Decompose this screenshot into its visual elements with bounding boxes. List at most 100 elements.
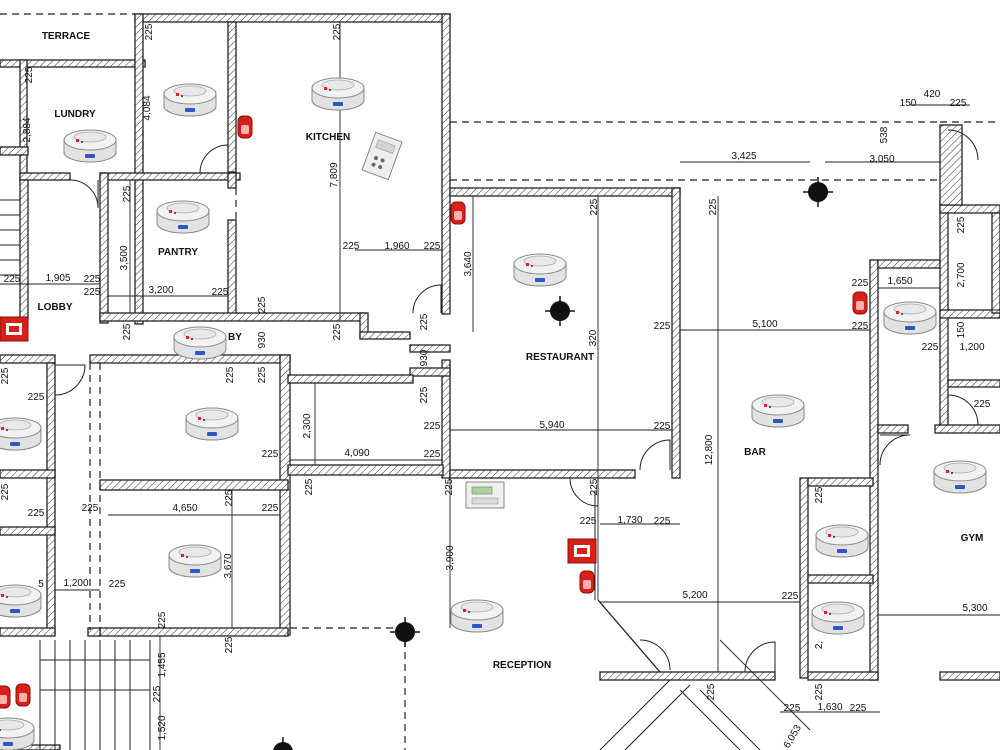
room-label-gym: GYM (961, 533, 984, 544)
room-label-laundry: LUNDRY (54, 109, 96, 120)
dim-label: 3,200 (148, 285, 173, 296)
dim-label: 930 (257, 331, 268, 348)
dim-label: 1,200 (63, 578, 88, 589)
dim-label: 225 (262, 503, 279, 514)
dim-label: 5,100 (752, 319, 777, 330)
fire-alarm-bell-icon (579, 570, 595, 594)
dim-label: 225 (419, 313, 430, 330)
dim-label: 3,050 (869, 154, 894, 165)
beacon-icon (544, 295, 576, 327)
dim-label: 225 (24, 66, 35, 83)
fire-alarm-bell-icon (450, 201, 466, 225)
dim-label: 2,884 (22, 117, 33, 142)
dim-label: 4,084 (142, 95, 153, 120)
linework (0, 13, 1000, 750)
dim-label: 225 (424, 241, 441, 252)
dim-label: 12,800 (704, 434, 715, 465)
dim-label: 225 (28, 392, 45, 403)
smoke-detector-icon (0, 717, 35, 750)
fire-alarm-bell-icon (237, 115, 253, 139)
room-label-bar: BAR (744, 447, 766, 458)
room-label-reception: RECEPTION (493, 660, 551, 671)
dim-label: 225 (109, 579, 126, 590)
room-label-terrace: TERRACE (42, 31, 91, 42)
dim-label: 225 (814, 486, 825, 503)
smoke-detector-icon (0, 417, 42, 451)
dim-label: 225 (589, 198, 600, 215)
dim-label: 225 (343, 241, 360, 252)
dim-label: 225 (974, 399, 991, 410)
dim-label: 225 (654, 421, 671, 432)
dim-label: 420 (924, 89, 941, 100)
dim-label: 1,455 (157, 652, 168, 677)
smoke-detector-icon (933, 460, 987, 494)
dim-label: 225 (257, 296, 268, 313)
dim-label: 225 (84, 287, 101, 298)
beacon-icon (389, 616, 421, 648)
dim-label: 225 (654, 321, 671, 332)
dim-label: 320 (588, 329, 599, 346)
smoke-detector-icon (163, 83, 217, 117)
dim-label: 225 (850, 703, 867, 714)
dim-label: 225 (589, 478, 600, 495)
smoke-detector-icon (173, 326, 227, 360)
dim-label: 1,630 (817, 702, 842, 713)
fire-alarm-bell-icon (0, 685, 11, 709)
dim-label: 225 (122, 323, 133, 340)
manual-call-point-icon (0, 316, 29, 342)
dim-label: 225 (262, 449, 279, 460)
dim-label: 225 (332, 23, 343, 40)
dim-label: 225 (144, 23, 155, 40)
smoke-detector-icon (815, 524, 869, 558)
smoke-detector-icon (168, 544, 222, 578)
dim-label: 1,650 (887, 276, 912, 287)
dim-label: 3,670 (223, 553, 234, 578)
dim-label: 5 (38, 579, 44, 590)
smoke-detector-icon (156, 200, 210, 234)
beacon-icon (802, 176, 834, 208)
smoke-detector-icon (811, 601, 865, 635)
dim-label: 225 (956, 216, 967, 233)
dim-label: 225 (852, 321, 869, 332)
dim-label: 225 (304, 478, 315, 495)
dim-label: 225 (706, 683, 717, 700)
dim-label: 225 (152, 685, 163, 702)
dim-label: 225 (814, 683, 825, 700)
dim-label: 225 (444, 478, 455, 495)
smoke-detector-icon (883, 301, 937, 335)
control-panel-icon (465, 481, 505, 509)
dim-label: 5,200 (682, 590, 707, 601)
smoke-detector-icon (63, 129, 117, 163)
dim-label: 1,520 (157, 715, 168, 740)
dim-label: 225 (424, 421, 441, 432)
dimension-lines (0, 22, 1000, 750)
dim-label: 225 (580, 516, 597, 527)
dim-label: 3,640 (463, 251, 474, 276)
dim-label: 5,940 (539, 420, 564, 431)
dim-label: 225 (332, 323, 343, 340)
manual-call-point-icon (567, 538, 597, 564)
smoke-detector-icon (450, 599, 504, 633)
dim-label: 225 (708, 198, 719, 215)
smoke-detector-icon (513, 253, 567, 287)
dim-label: 150 (900, 98, 917, 109)
dim-label: 1,905 (45, 273, 70, 284)
dim-label: 6,053 (782, 723, 804, 750)
room-label-kitchen: KITCHEN (306, 132, 350, 143)
dim-label: 4,090 (344, 448, 369, 459)
dim-label: 538 (879, 126, 890, 143)
dim-label: 225 (852, 278, 869, 289)
dim-label: 225 (212, 287, 229, 298)
dim-label: 225 (28, 508, 45, 519)
dim-label: 225 (122, 185, 133, 202)
dimension-labels: 225 225 225 4,084 2,884 7,809 225 225 1,… (0, 23, 991, 750)
dim-label: 1,730 (617, 515, 642, 526)
dim-label: 225 (224, 636, 235, 653)
dim-label: 2, (814, 641, 825, 649)
dim-label: 4,650 (172, 503, 197, 514)
dim-label: 1,200 (959, 342, 984, 353)
dim-label: 1,960 (384, 241, 409, 252)
dim-label: 930 (419, 349, 430, 366)
room-label-lobby-fragment: BY (228, 332, 242, 343)
